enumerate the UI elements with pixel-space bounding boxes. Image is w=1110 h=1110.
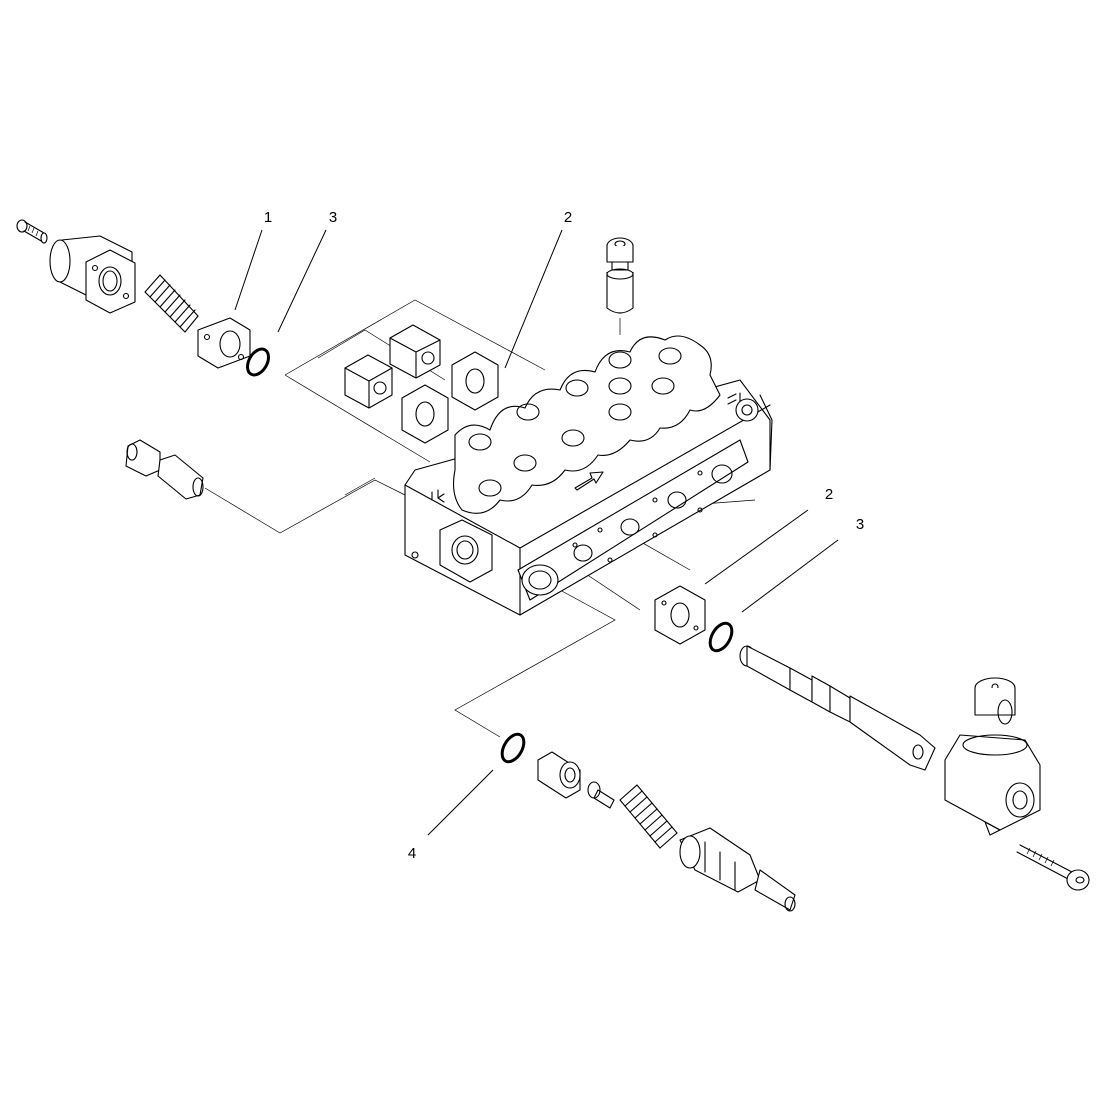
right-bolt <box>1016 844 1090 891</box>
callout-3-right: 3 <box>856 516 864 533</box>
callout-3-top: 3 <box>329 209 337 226</box>
left-bolt <box>16 219 48 244</box>
valve-spool <box>739 645 936 771</box>
left-cartridge-plug <box>125 439 204 500</box>
callout-2-right: 2 <box>825 486 833 503</box>
leader-3-top <box>277 229 327 333</box>
main-valve-body <box>404 335 773 616</box>
right-gasket-plate <box>654 585 706 645</box>
top-check-valve <box>606 237 634 314</box>
left-solenoid-body <box>49 235 136 314</box>
leader-1-top <box>234 229 263 311</box>
leader-4-bottom <box>427 769 494 836</box>
solenoid-cubes <box>344 324 441 409</box>
guide-lines <box>204 299 756 738</box>
left-flange-plate <box>197 317 251 369</box>
leader-2-right <box>704 509 809 585</box>
callout-leaders <box>234 229 839 836</box>
o-ring-left <box>246 347 270 377</box>
cube-gasket-plates <box>401 351 499 444</box>
leader-2-top <box>504 229 563 369</box>
leader-3-right <box>741 539 839 613</box>
o-ring-right <box>708 621 734 653</box>
left-spring <box>144 274 199 333</box>
callout-1-top: 1 <box>264 209 272 226</box>
o-ring-bottom <box>500 732 526 764</box>
callout-2-top: 2 <box>564 209 572 226</box>
bottom-relief-cartridge <box>537 751 796 912</box>
left-solenoid-assembly <box>16 219 270 377</box>
callout-4-bottom: 4 <box>408 845 416 862</box>
right-lever-housing <box>944 677 1041 836</box>
